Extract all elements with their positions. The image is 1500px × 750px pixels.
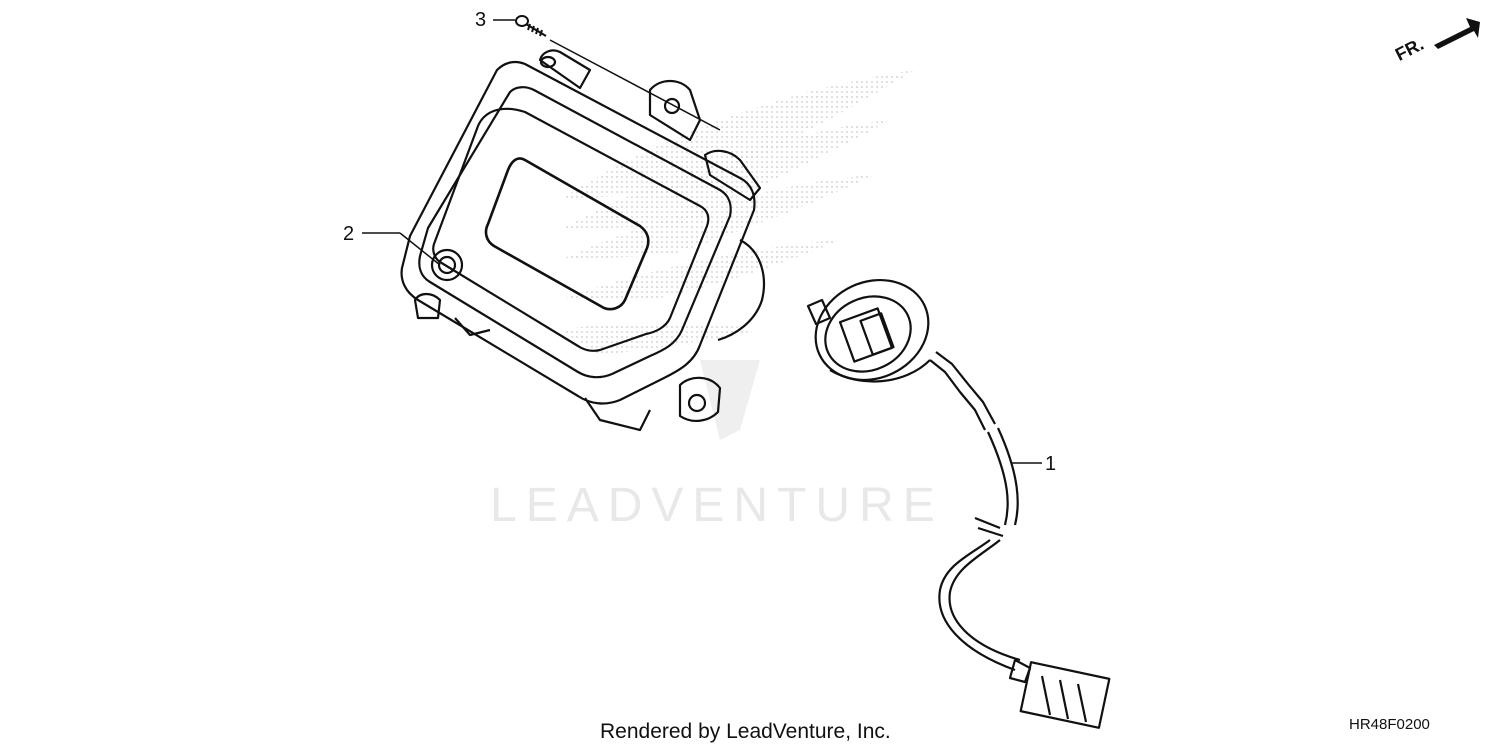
sub-harness[interactable] — [799, 262, 1111, 729]
watermark-wing-graphic — [560, 70, 915, 440]
diagram-code: HR48F0200 — [1349, 716, 1430, 733]
render-credit: Rendered by LeadVenture, Inc. — [600, 720, 891, 743]
screw[interactable] — [515, 15, 547, 37]
front-direction-arrow-icon — [1434, 18, 1480, 49]
watermark-text: LEADVENTURE — [490, 479, 944, 532]
callout-leaders — [362, 19, 1042, 464]
callout-3[interactable]: 3 — [475, 9, 487, 31]
callout-1[interactable]: 1 — [1045, 453, 1057, 475]
meter-unit[interactable] — [400, 49, 766, 432]
callout-2[interactable]: 2 — [343, 223, 355, 245]
